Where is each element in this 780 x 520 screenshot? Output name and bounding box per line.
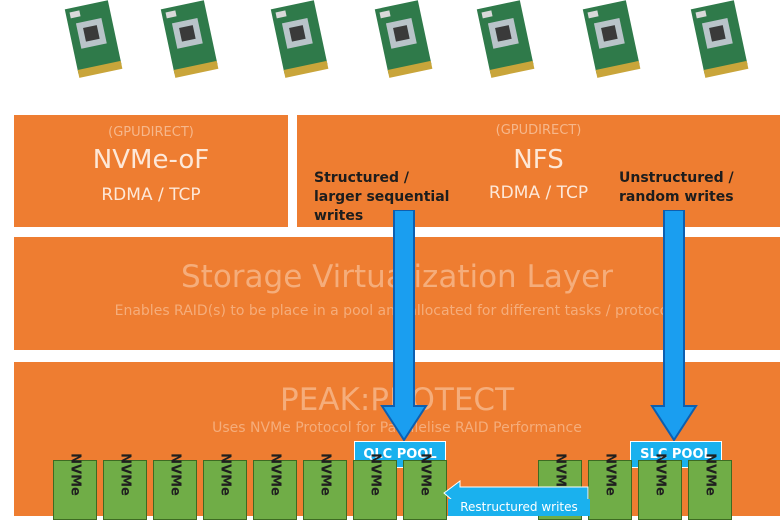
qlc-drive: NVMe [403,453,447,520]
structured-writes-note: Structured / larger sequential writes [314,169,449,226]
nvmeof-subtitle: RDMA / TCP [101,185,201,205]
drive-label: NVMe [367,453,383,496]
unstructured-write-arrow [650,210,698,442]
restructured-writes-label: Restructured writes [448,499,590,516]
network-card-icon [476,0,535,78]
drive-label: NVMe [652,453,668,496]
network-card-icon [690,0,749,78]
structured-writes-line: Structured / [314,170,410,186]
qlc-drive: NVMe [203,453,247,520]
qlc-drive: NVMe [103,453,147,520]
unstructured-writes-line: random writes [619,189,734,205]
structured-writes-line: larger sequential [314,189,450,205]
network-card-icon [374,0,433,78]
qlc-drive: NVMe [303,453,347,520]
network-card-icon [160,0,219,78]
slc-drive: NVMe [588,453,632,520]
nvmeof-title: NVMe-oF [92,145,210,175]
nfs-subtitle: RDMA / TCP [488,183,589,203]
slc-drive: NVMe [688,453,732,520]
unstructured-writes-note: Unstructured / random writes [619,169,734,207]
drive-label: NVMe [117,453,133,496]
drive-label: NVMe [217,453,233,496]
nvmeof-caption: (GPUDIRECT) [108,125,194,140]
drive-label: NVMe [317,453,333,496]
qlc-drive: NVMe [253,453,297,520]
qlc-drive: NVMe [353,453,397,520]
structured-writes-line: writes [314,208,364,224]
drive-label: NVMe [602,453,618,496]
drive-label: NVMe [67,453,83,496]
drive-label: NVMe [702,453,718,496]
slc-drive: NVMe [638,453,682,520]
nfs-title: NFS [513,145,564,175]
drive-label: NVMe [167,453,183,496]
nfs-caption: (GPUDIRECT) [495,123,582,138]
drive-label: NVMe [417,453,433,496]
network-card-icon [270,0,329,78]
nvmeof-protocol-box: (GPUDIRECT) NVMe-oF RDMA / TCP [14,115,288,227]
unstructured-writes-line: Unstructured / [619,170,734,186]
nfs-protocol-box: (GPUDIRECT) NFS RDMA / TCP Structured / … [297,115,780,227]
network-cards-row [0,0,780,90]
network-card-icon [582,0,641,78]
qlc-drive: NVMe [153,453,197,520]
network-card-icon [64,0,123,78]
structured-write-arrow [380,210,428,442]
drive-label: NVMe [267,453,283,496]
qlc-drive: NVMe [53,453,97,520]
